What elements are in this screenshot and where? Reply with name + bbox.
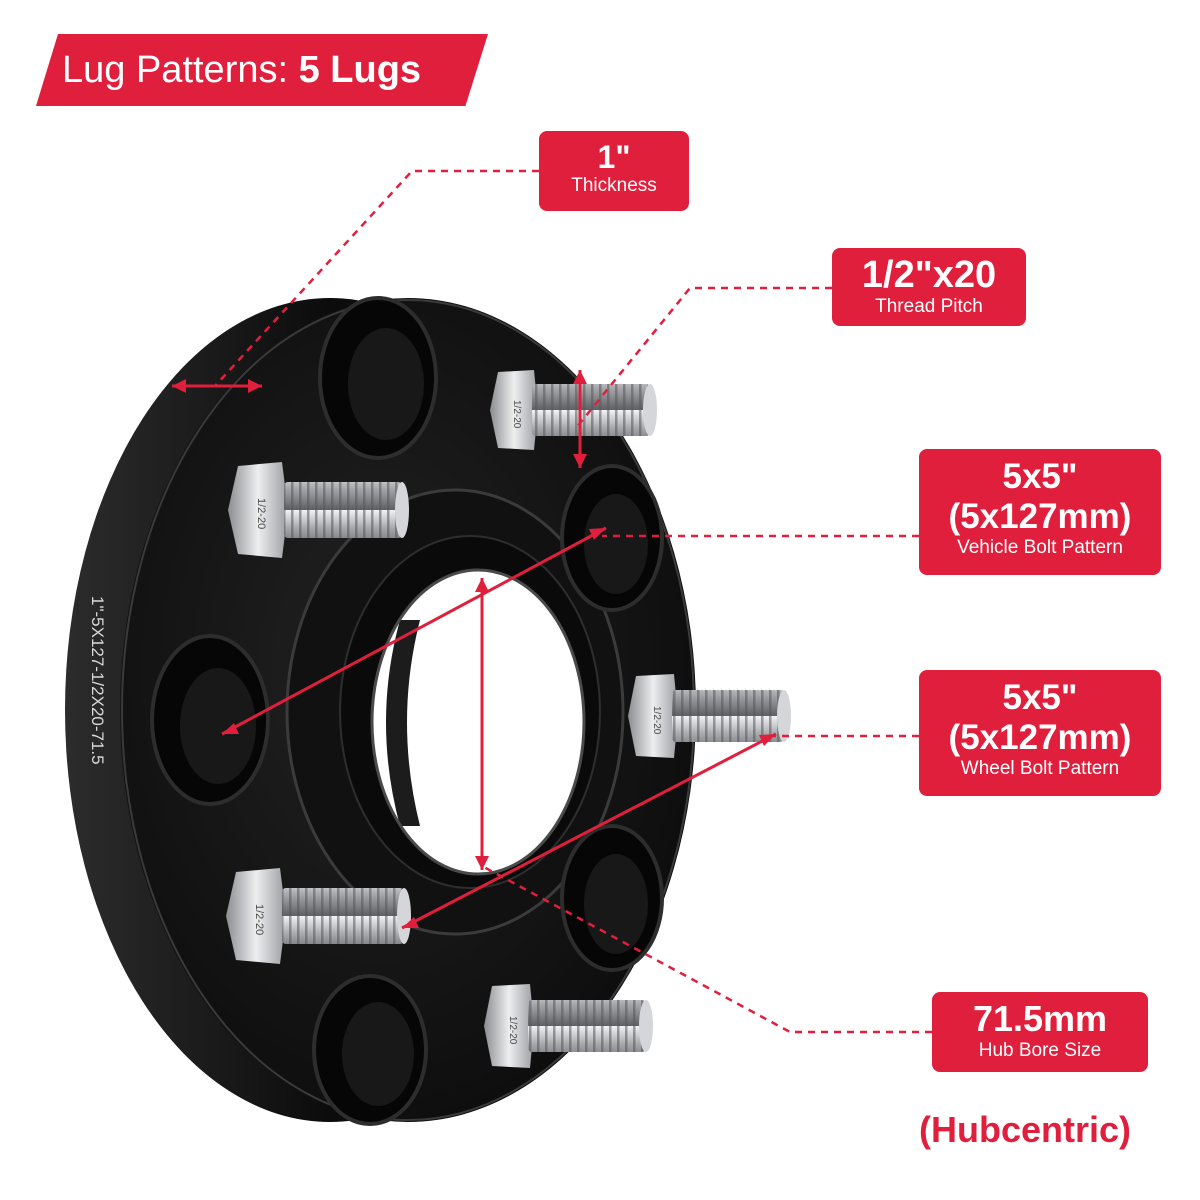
stud-marking: 1/2-20	[651, 706, 662, 735]
hub-bore-value: 71.5mm	[972, 998, 1108, 1039]
engraving-text: 1"-5X127-1/2X20-71.5	[88, 596, 107, 765]
bolt-holes	[150, 296, 664, 1126]
thickness-label: Thickness	[571, 175, 657, 196]
wheel-pattern-line2: (5x127mm)	[948, 718, 1132, 757]
stud-marking: 1/2-20	[255, 498, 267, 529]
lug-pattern-value: 5 Lugs	[298, 49, 422, 91]
stud-marking: 1/2-20	[507, 1016, 518, 1045]
wheel-pattern-line1: 5x5"	[1002, 678, 1078, 717]
thickness-leader	[214, 169, 539, 387]
stud-bottom: 1/2-20	[484, 984, 653, 1068]
vehicle-pattern-label: Vehicle Bolt Pattern	[957, 537, 1123, 558]
thread-pitch-value: 1/2"x20	[861, 254, 997, 296]
stud-lower-left: 1/2-20	[226, 868, 411, 964]
stud-marking: 1/2-20	[253, 904, 265, 935]
thread-leader	[575, 286, 832, 429]
vehicle-bolt-pattern-badge: 5x5" (5x127mm) Vehicle Bolt Pattern	[919, 449, 1161, 575]
thread-pitch-badge: 1/2"x20 Thread Pitch	[832, 248, 1026, 326]
hub-bore-label: Hub Bore Size	[978, 1040, 1102, 1061]
vehicle-pattern-line2: (5x127mm)	[948, 497, 1132, 536]
vehicle-pattern-line1: 5x5"	[1002, 457, 1078, 496]
wheel-bolt-pattern-badge: 5x5" (5x127mm) Wheel Bolt Pattern	[919, 670, 1161, 796]
callout-lines	[214, 169, 932, 1034]
stud-right: 1/2-20	[628, 674, 791, 758]
stud-upper-left: 1/2-20	[228, 462, 409, 558]
lug-pattern-banner	[36, 34, 488, 106]
thickness-badge: 1" Thickness	[539, 131, 689, 211]
dimension-arrows	[172, 370, 777, 930]
thickness-value: 1"	[597, 139, 631, 175]
wheel-pattern-label: Wheel Bolt Pattern	[960, 758, 1120, 779]
lug-pattern-title: Lug Patterns: 5 Lugs	[62, 44, 421, 96]
stud-marking: 1/2-20	[511, 400, 522, 429]
hub-bore-badge: 71.5mm Hub Bore Size	[932, 992, 1148, 1072]
hubcentric-note: (Hubcentric)	[918, 1109, 1131, 1150]
thread-pitch-label: Thread Pitch	[875, 296, 983, 317]
lug-pattern-prefix: Lug Patterns:	[62, 49, 299, 91]
